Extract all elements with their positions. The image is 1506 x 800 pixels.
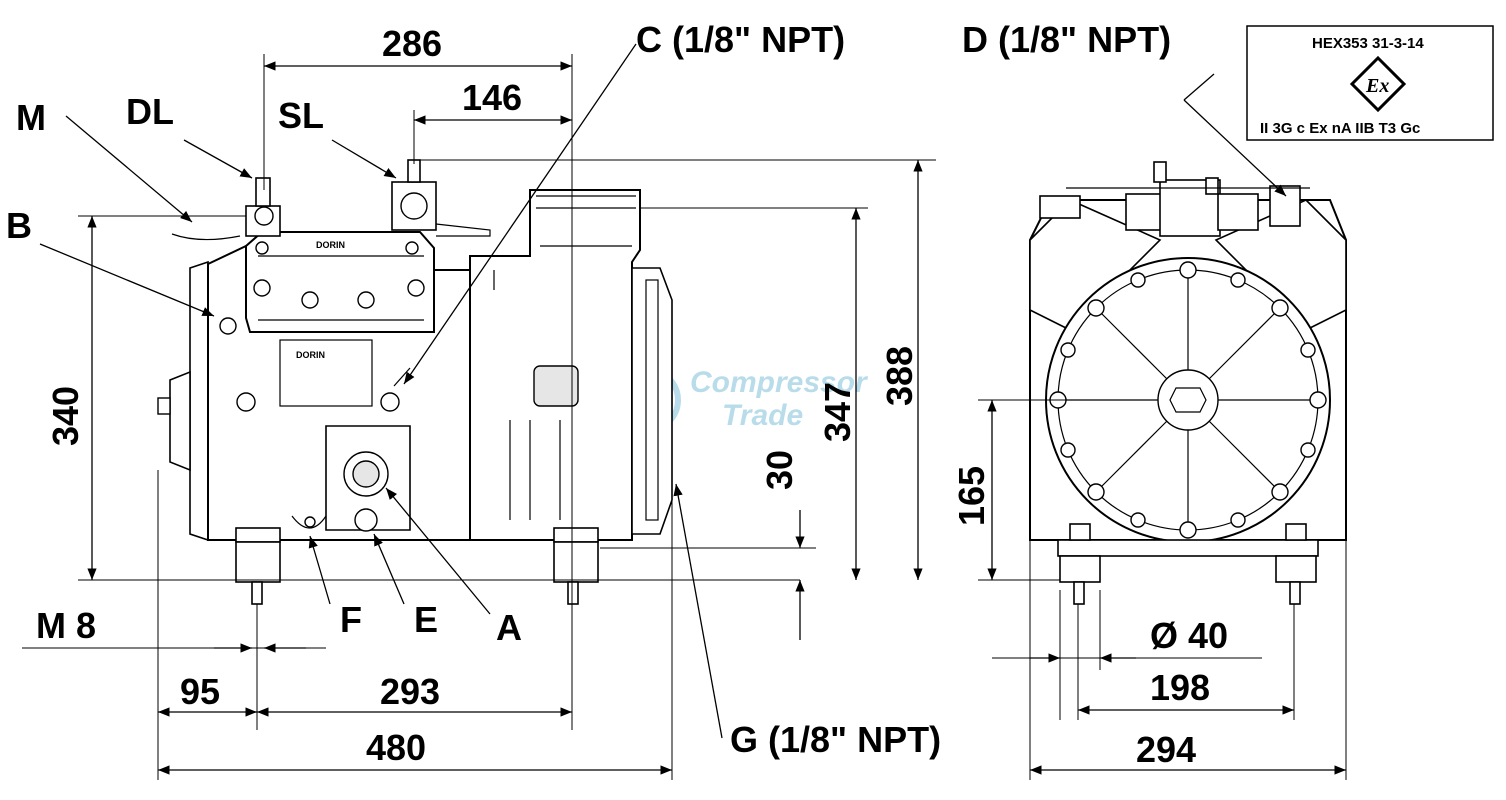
end-cover-bolts	[1049, 261, 1327, 539]
label-DL: DL	[126, 91, 174, 132]
dim-165: 165	[951, 466, 992, 526]
front-view-compressor	[1029, 161, 1347, 605]
leader-lines	[39, 43, 1287, 739]
ex-mark: Ex	[1365, 75, 1389, 97]
body-brand-plate: DORIN	[296, 350, 325, 360]
dim-30: 30	[759, 450, 800, 490]
dim-340: 340	[45, 386, 86, 446]
callout-labels: M DL SL B C (1/8" NPT) D (1/8" NPT) F E …	[6, 19, 1171, 760]
watermark-line2: Trade	[722, 399, 803, 432]
label-F: F	[340, 599, 362, 640]
dim-146: 146	[462, 77, 522, 118]
label-A: A	[496, 607, 522, 648]
dim-95: 95	[180, 671, 220, 712]
dim-347: 347	[817, 382, 858, 442]
label-E: E	[414, 599, 438, 640]
head-brand-plate: DORIN	[316, 240, 345, 250]
dim-293: 293	[380, 671, 440, 712]
label-M: M	[16, 97, 46, 138]
label-C: C (1/8" NPT)	[636, 19, 845, 60]
dim-480: 480	[366, 727, 426, 768]
label-D: D (1/8" NPT)	[962, 19, 1171, 60]
dim-198: 198	[1150, 667, 1210, 708]
label-B: B	[6, 205, 32, 246]
certificate-marking: II 3G c Ex nA IIB T3 Gc	[1260, 120, 1420, 137]
label-G: G (1/8" NPT)	[730, 719, 941, 760]
dim-388: 388	[879, 346, 920, 406]
label-M8: M 8	[36, 605, 96, 646]
label-SL: SL	[278, 95, 324, 136]
watermark-line1: Compressor	[690, 366, 869, 399]
dimension-lines	[22, 54, 1347, 780]
dimension-values: 286 146 95 293 480 Ø 40 198 294 340 347 …	[45, 23, 1228, 770]
certificate-code: HEX353 31-3-14	[1312, 35, 1424, 52]
dim-286: 286	[382, 23, 442, 64]
dim-40: Ø 40	[1150, 615, 1228, 656]
dim-294: 294	[1136, 729, 1196, 770]
atex-certificate-box: HEX353 31-3-14 Ex II 3G c Ex nA IIB T3 G…	[1246, 25, 1494, 141]
ex-hexagon-icon	[1349, 55, 1407, 113]
side-view-compressor: DORIN DORIN	[157, 159, 673, 605]
